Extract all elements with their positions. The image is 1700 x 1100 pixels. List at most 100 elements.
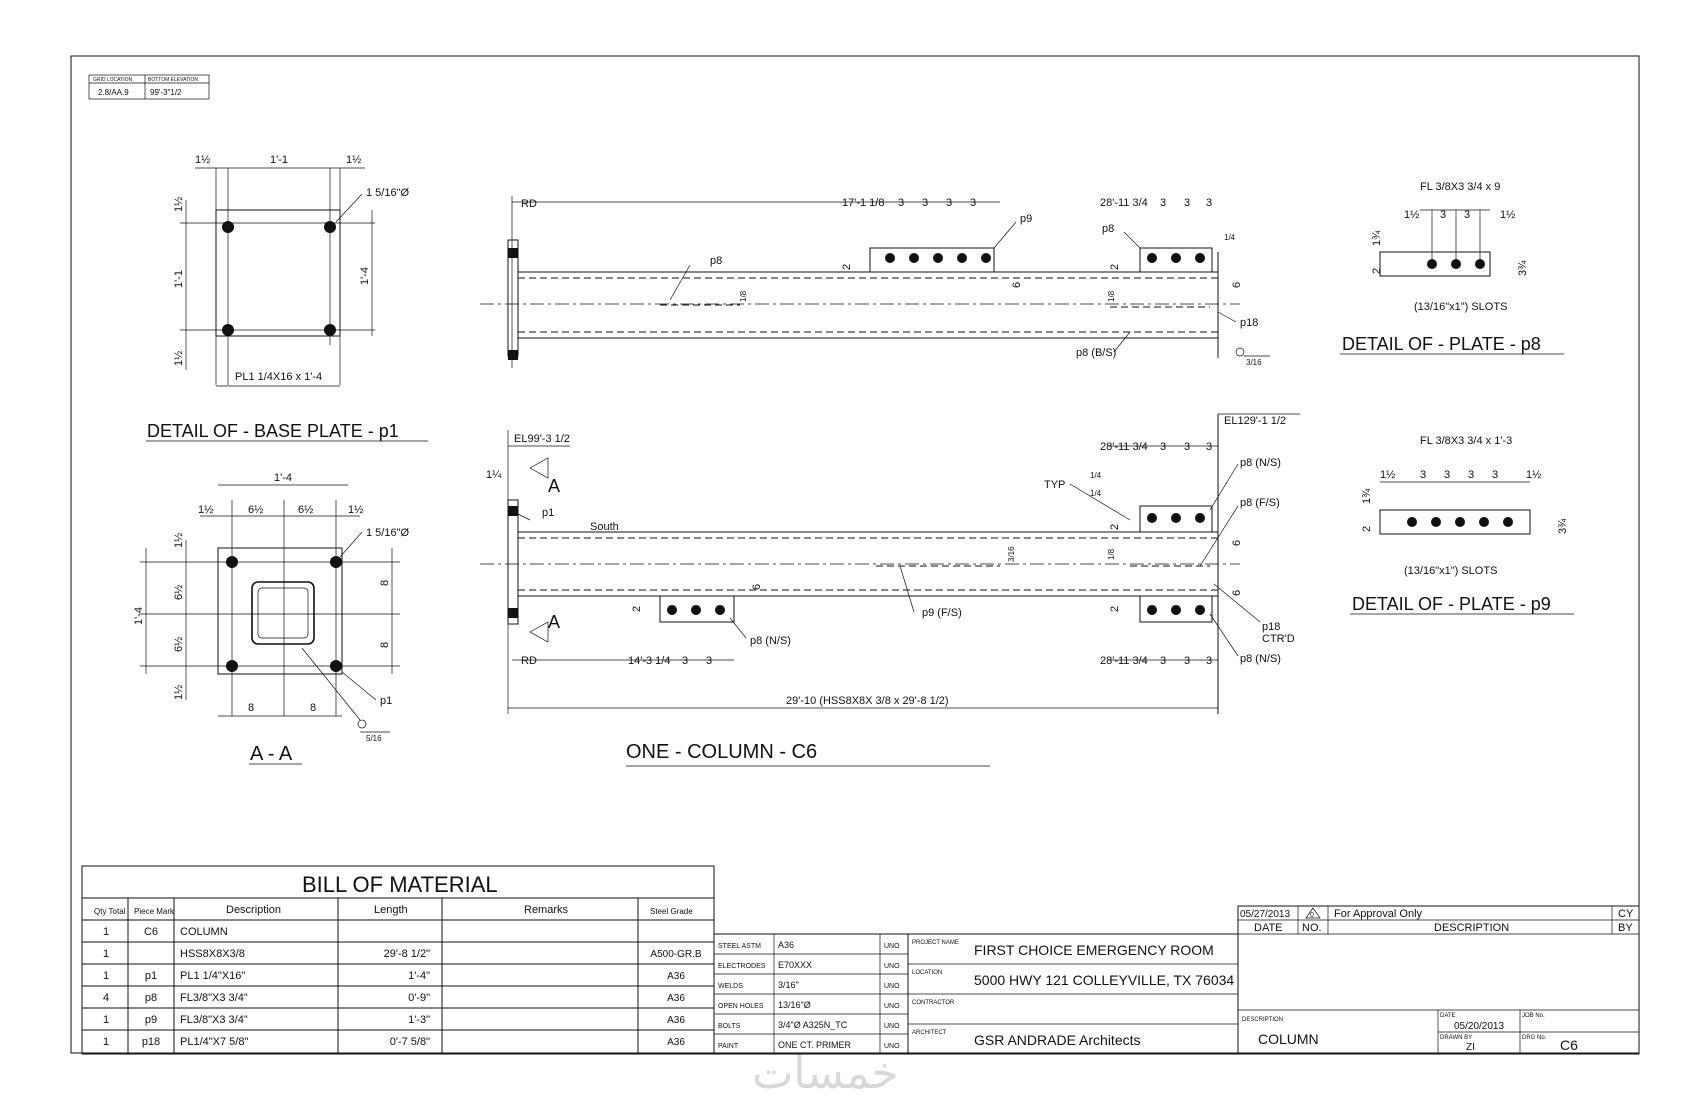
project-name: FIRST CHOICE EMERGENCY ROOM	[974, 942, 1214, 958]
dim-right-1: 8	[379, 580, 391, 586]
p9-dim-5: 3	[1492, 469, 1498, 481]
spec-label: OPEN HOLES	[718, 1003, 764, 1010]
dim-bot-start: 14'-3 1/4	[628, 655, 670, 667]
bom-cell-grade: A36	[667, 971, 685, 982]
dim-overall: 1'-4	[274, 472, 292, 484]
dim-top-3: 6½	[298, 504, 313, 516]
bom-cell-description: HSS8X8X3/8	[180, 948, 245, 960]
dim-p8-start: 28'-11 3/4	[1100, 197, 1148, 209]
plate-p8-detail: FL 3/8X3 3/4 x 9 1½ 3 3 1½ 1¾ 2 3¾ (13/1…	[1340, 181, 1564, 355]
bolt-hole	[222, 221, 234, 233]
watermark: خمسات	[752, 1048, 899, 1099]
p9-dim-l2: 2	[1361, 526, 1373, 532]
plate-p8-top	[1139, 505, 1213, 533]
dim-bot2-start: 28'-11 3/4	[1100, 655, 1148, 667]
dim-top-edge2: 1½	[346, 154, 361, 166]
title-description: COLUMN	[1258, 1031, 1319, 1047]
plate-label: PL1 1/4X16 x 1'-4	[235, 371, 322, 383]
bolt-hole	[226, 660, 238, 672]
section-a-a: 1'-4 1½ 6½ 6½ 1½ 1½ 6½ 6½ 1½ 1'-4 8 8 8 …	[133, 472, 409, 765]
dim-left-total: 1'-4	[133, 607, 145, 625]
bom-cell-piece: C6	[144, 926, 158, 938]
weld-size: 3/16	[1246, 358, 1262, 367]
edge-2a: 2	[841, 264, 853, 270]
spec-uno: UNO	[884, 943, 900, 950]
edge-2a: 2	[1109, 524, 1121, 530]
architect-label: ARCHITECT	[912, 1030, 947, 1036]
spec-label: PAINT	[718, 1043, 739, 1050]
revision-date: 05/27/2013	[1240, 909, 1290, 920]
plate-p8	[1139, 247, 1213, 273]
spec-uno: UNO	[884, 983, 900, 990]
spec-label: WELDS	[718, 983, 743, 990]
dim-right-2: 8	[379, 642, 391, 648]
bolt	[715, 605, 725, 615]
plate-p9-detail: FL 3/8X3 3/4 x 1'-3 1½ 3 3 3 3 1½ 1¾ 2 3…	[1350, 435, 1574, 615]
bom-cell-piece: p1	[145, 970, 157, 982]
dim-p8-2: 3	[1184, 197, 1190, 209]
spec-value: E70XXX	[778, 960, 812, 970]
dim-p9-2: 3	[922, 197, 928, 209]
p9-dim-6: 1½	[1526, 469, 1541, 481]
p9-callout: p9	[1020, 213, 1032, 225]
plate-mark: p1	[380, 695, 392, 707]
header-date: DATE	[1254, 922, 1283, 934]
dim-left-2: 6½	[173, 585, 185, 600]
plate-p9-title: DETAIL OF - PLATE - p9	[1352, 594, 1551, 614]
dim-top-2: 6½	[248, 504, 263, 516]
drawn-label: DRAWN BY	[1440, 1035, 1472, 1041]
dim-p9-1: 3	[898, 197, 904, 209]
edge-6a: 6	[751, 584, 763, 590]
bom-cell-piece: p8	[145, 992, 157, 1004]
title-drg: C6	[1560, 1037, 1578, 1053]
dim-top-3: 3	[1206, 441, 1212, 453]
hole-callout: 1 5/16"Ø	[366, 527, 409, 539]
revision-triangle-icon	[1305, 907, 1321, 919]
slot	[1407, 517, 1417, 527]
edge-2b: 2	[631, 606, 643, 612]
title-drawn: ZI	[1466, 1042, 1475, 1053]
date-label: DATE	[1440, 1013, 1456, 1019]
bom-cell-grade: A36	[667, 993, 685, 1004]
hss-section	[251, 581, 315, 645]
bom-cell-qty: 1	[103, 948, 109, 960]
p8-dim-l1: 1¾	[1371, 230, 1383, 246]
bolt	[933, 253, 943, 263]
spec-value: 3/16"	[778, 980, 799, 990]
title-date: 05/20/2013	[1454, 1021, 1504, 1032]
project-location: 5000 HWY 121 COLLEYVILLE, TX 76034	[974, 972, 1234, 988]
bom-cell-piece: p18	[142, 1036, 160, 1048]
project-name-label: PROJECT NAME	[912, 940, 959, 946]
grid-location-value: 2.8/AA.9	[98, 88, 129, 97]
plate-p9-outline	[1379, 509, 1531, 535]
bom-cell-description: PL1/4"X7 5/8"	[180, 1036, 248, 1048]
p9-dim-2: 3	[1420, 469, 1426, 481]
bolt	[1195, 513, 1205, 523]
spec-uno: UNO	[884, 1043, 900, 1050]
job-label: JOB No.	[1522, 1013, 1545, 1019]
bom-header-grade: Steel Grade	[650, 907, 693, 916]
base-plate-detail: 1½ 1'-1 1½ 1½ 1'-1 1½ 1'-4 1 5/16"Ø PL1 …	[146, 154, 428, 442]
bolt	[981, 253, 991, 263]
bom-cell-qty: 1	[103, 970, 109, 982]
spec-uno: UNO	[884, 1023, 900, 1030]
p8-dim-3: 3	[1464, 209, 1470, 221]
p9-dim-r: 3¾	[1557, 518, 1569, 534]
bom-cell-grade: A36	[667, 1015, 685, 1026]
bolt-hole	[330, 660, 342, 672]
grid-location-label: GRID LOCATION	[93, 77, 132, 83]
edge-6c: 6	[1231, 590, 1243, 596]
spec-value: 3/4"Ø A325N_TC	[778, 1020, 848, 1030]
bolt	[667, 605, 677, 615]
drg-label: DRG No.	[1522, 1035, 1547, 1041]
bolt	[1171, 605, 1181, 615]
slot	[1479, 517, 1489, 527]
bom-cell-length: 0'-9"	[408, 992, 430, 1004]
spec-value: 13/16"Ø	[778, 1000, 811, 1010]
bom-cell-qty: 1	[103, 1014, 109, 1026]
dim-top-2: 3	[1184, 441, 1190, 453]
bolt	[909, 253, 919, 263]
bottom-elevation-label: BOTTOM ELEVATION	[148, 77, 198, 83]
south-label: South	[590, 521, 619, 533]
